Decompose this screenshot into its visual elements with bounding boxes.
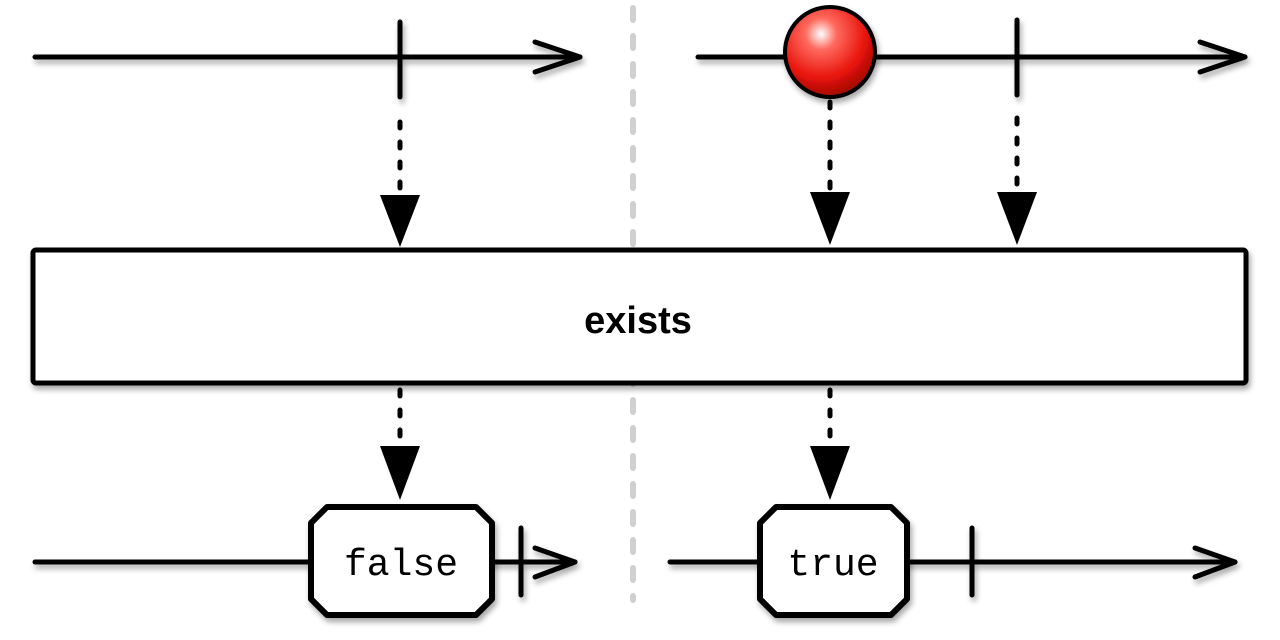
arrowhead-icon: [532, 39, 583, 75]
arrow-down-icon: [997, 192, 1037, 245]
arrowhead-icon: [1197, 39, 1248, 75]
marble: [783, 5, 877, 99]
output-value-box-false: [308, 504, 495, 618]
output-value-false: false: [344, 544, 458, 587]
arrowhead-icon: [1192, 545, 1238, 580]
output-value-true: true: [787, 544, 878, 587]
arrow-down-icon: [380, 446, 420, 500]
operator-label: exists: [584, 300, 692, 342]
output-timeline-right: [667, 525, 1238, 598]
arrow-down-icon: [380, 195, 420, 247]
output-value-box-true: [757, 504, 910, 618]
arrow-icons: [380, 192, 1037, 500]
operator-box: [30, 247, 1249, 386]
input-timeline-left: [32, 19, 583, 100]
arrow-down-icon: [810, 192, 850, 245]
arrowhead-icon: [532, 545, 578, 580]
arrow-down-icon: [810, 446, 850, 500]
input-timeline-right: [695, 17, 1248, 98]
